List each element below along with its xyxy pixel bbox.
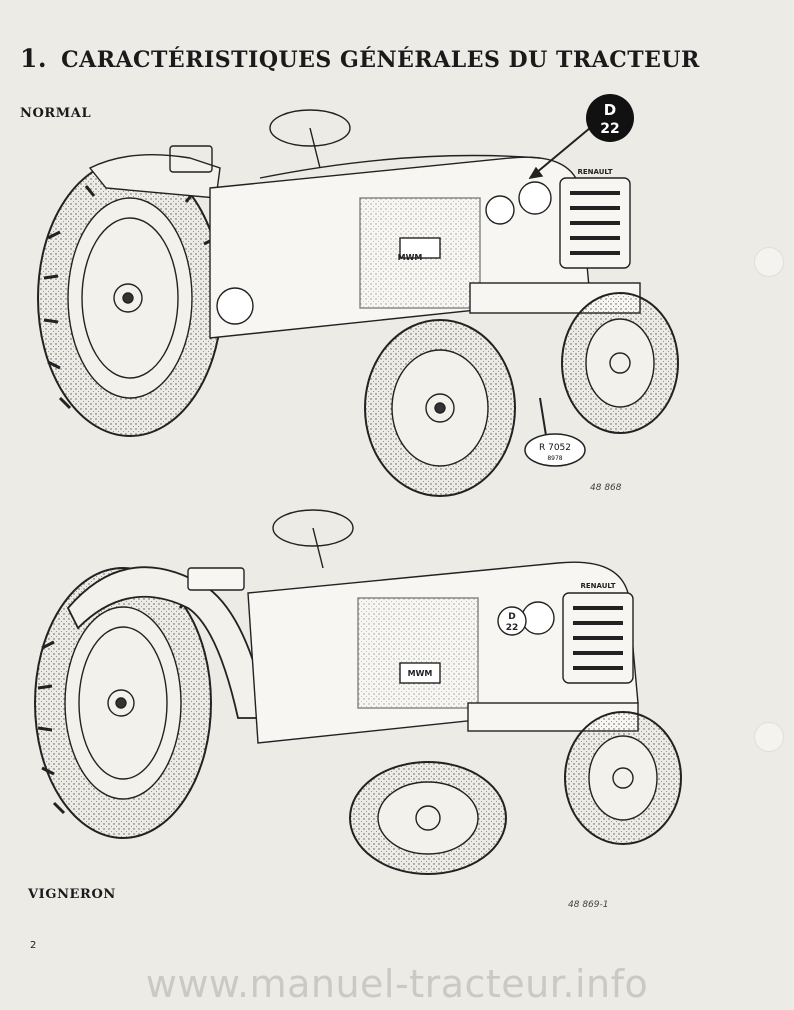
svg-text:D: D <box>604 101 616 119</box>
svg-text:22: 22 <box>600 121 619 137</box>
engine-badge: MWM <box>398 253 423 262</box>
identification-plate: R 7052 8978 <box>524 433 586 467</box>
model-badge-top: D <box>508 612 515 622</box>
punch-hole <box>754 247 784 277</box>
model-badge-bottom: 22 <box>506 623 519 633</box>
figure-label-vigneron: VIGNERON <box>28 887 116 902</box>
section-title: CARACTÉRISTIQUES GÉNÉRALES DU TRACTEUR <box>61 47 700 73</box>
svg-text:R 7052: R 7052 <box>539 443 571 453</box>
section-number: 1. <box>20 44 48 73</box>
figure-reference-vigneron: 48 869-1 <box>568 900 609 910</box>
page-heading: 1. CARACTÉRISTIQUES GÉNÉRALES DU TRACTEUR <box>20 44 700 73</box>
tractor-illustration-vigneron: MWM RENAULT D 22 <box>34 509 682 875</box>
engine-badge: MWM <box>408 669 433 678</box>
page-number: 2 <box>30 940 37 951</box>
model-badge: D 22 <box>586 94 634 142</box>
grille-brand: RENAULT <box>578 168 613 176</box>
tractor-illustration-normal: D 22 R 7052 8978 MWM RENAULT <box>37 94 679 497</box>
figure-label-normal: NORMAL <box>20 106 92 121</box>
punch-hole <box>754 722 784 752</box>
grille-brand: RENAULT <box>581 582 616 590</box>
watermark: www.manuel-tracteur.info <box>145 962 649 1006</box>
figure-reference-normal: 48 868 <box>590 483 622 493</box>
svg-text:8978: 8978 <box>547 455 562 462</box>
